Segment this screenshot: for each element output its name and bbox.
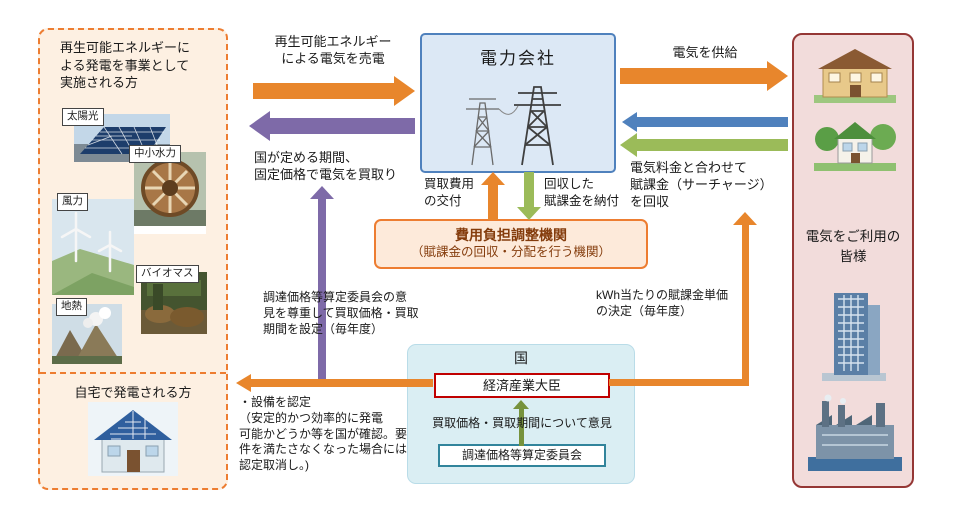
source-tag-biomass: バイオマス [136, 265, 199, 283]
geothermal-photo [52, 304, 122, 364]
surcharge-unit-price-label: kWh当たりの賦課金単価 の決定（毎年度） [596, 288, 729, 318]
waterwheel-photo [134, 152, 206, 234]
arrow-grant-purchase-cost [480, 172, 506, 220]
panel-section-divider [40, 372, 226, 374]
government-label: 国 [514, 350, 528, 366]
wind-turbines-photo [52, 199, 134, 295]
generators-panel-title: 再生可能エネルギーに よる発電を事業として 実施される方 [60, 40, 191, 91]
surcharge-collection-label: 電気料金と合わせて 賦課金（サーチャージ） を回収 [630, 160, 773, 210]
committee-opinion-text: 買取価格・買取期間について意見 [432, 416, 612, 430]
pay-surcharge-label: 回収した 賦課金を納付 [544, 177, 620, 208]
arrow-supply-electricity [620, 61, 788, 91]
government-box: 国 経済産業大臣 買取価格・買取期間について意見 調達価格等算定委員会 [407, 344, 635, 484]
electricity-consumers-panel: 電気をご利用の 皆様 [792, 33, 914, 488]
home-generators-title: 自宅で発電される方 [74, 385, 192, 400]
eco-house-image [814, 109, 896, 171]
power-company-box: 電力会社 [420, 33, 616, 173]
arrow-set-surcharge-unit-price [609, 212, 761, 387]
fixed-price-purchase-label: 国が定める期間、 固定価格で電気を買取り [254, 150, 398, 183]
cost-adjustment-org-subtitle: （賦課金の回収・分配を行う機関） [410, 244, 611, 259]
cost-adjustment-org-box: 費用負担調整機関 （賦課金の回収・分配を行う機関） [374, 219, 648, 269]
arrow-electricity-fee [622, 112, 788, 132]
arrow-committee-opinion [512, 400, 530, 447]
arrow-pay-surcharge [516, 172, 542, 220]
house-image [814, 45, 896, 103]
office-building-image [822, 287, 886, 381]
arrow-sell-electricity [253, 76, 415, 106]
committee-box: 調達価格等算定委員会 [438, 444, 606, 467]
source-tag-hydro: 中小水力 [129, 145, 181, 163]
sell-electricity-label: 再生可能エネルギー による電気を売電 [274, 34, 392, 67]
arrow-surcharge-collection [620, 133, 788, 157]
arrow-set-purchase-price [310, 186, 334, 383]
arrow-certify-equipment [236, 374, 433, 392]
renewable-generators-panel: 再生可能エネルギーに よる発電を事業として 実施される方 太陽光 [38, 28, 228, 490]
supply-electricity-label: 電気を供給 [672, 45, 738, 60]
consumers-title: 電気をご利用の 皆様 [805, 229, 901, 265]
transmission-towers-image [458, 73, 582, 167]
grant-purchase-cost-label: 買取費用 の交付 [424, 177, 475, 208]
set-purchase-price-label: 調達価格等算定委員会の意 見を尊重して買取価格・買取 期間を設定（毎年度） [263, 290, 419, 336]
solar-home-photo [88, 402, 178, 476]
source-tag-geothermal: 地熱 [56, 298, 87, 316]
factory-image [808, 393, 902, 471]
source-tag-solar: 太陽光 [62, 108, 104, 126]
arrow-fixed-price-purchase [249, 111, 415, 141]
power-company-title: 電力会社 [480, 49, 556, 68]
minister-box: 経済産業大臣 [434, 373, 610, 398]
certify-equipment-label: ・設備を認定 （安定的かつ効率的に発電 可能かどうか等を国が確認。要 件を満たさ… [239, 395, 408, 473]
source-tag-wind: 風力 [57, 193, 88, 211]
cost-adjustment-org-name: 費用負担調整機関 [455, 227, 567, 243]
